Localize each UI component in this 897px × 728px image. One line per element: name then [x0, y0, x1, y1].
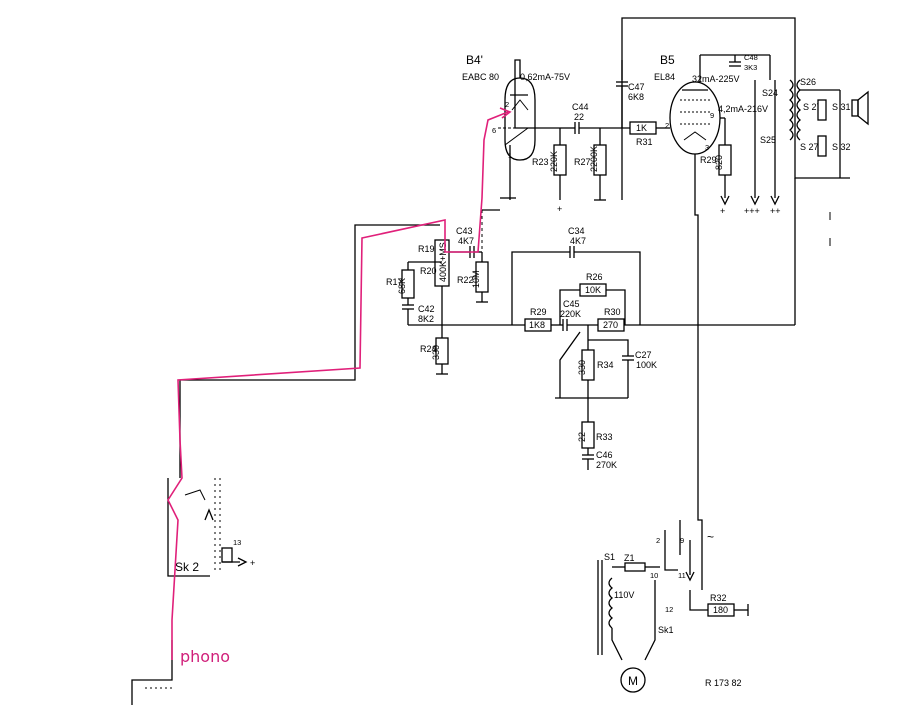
- switch-sk2: + Sk 2 13: [167, 478, 255, 577]
- pin-13: 13: [233, 538, 241, 547]
- r32-value: 180: [713, 605, 728, 615]
- r26-value: 10K: [585, 285, 601, 295]
- r17-value: 68K: [397, 278, 407, 294]
- speaker-icon: [851, 90, 869, 126]
- s1-label: S1: [604, 552, 615, 562]
- s26-label: S26: [800, 77, 816, 87]
- r34-value: 330: [577, 360, 587, 375]
- r24-label: R24: [420, 344, 437, 354]
- c44-value: 22: [574, 112, 584, 122]
- r33-label: R33: [596, 432, 613, 442]
- r23-supply: +: [557, 204, 562, 214]
- motor-label: M: [628, 674, 638, 688]
- c34-value: 4K7: [570, 236, 586, 246]
- r27-label: R27: [574, 157, 591, 167]
- s24-label: S24: [762, 88, 778, 98]
- r19-value: 400K+MS: [438, 242, 448, 282]
- supply-2: ++: [770, 206, 781, 216]
- r29-label: R29: [530, 307, 547, 317]
- pin-2: 2: [505, 100, 509, 109]
- r22-label: R22: [457, 275, 474, 285]
- pin-3: 3: [705, 143, 709, 152]
- r30-value: 270: [603, 320, 618, 330]
- s27a-label: S 27a: [800, 142, 824, 152]
- tube-b4: B4' EABC 80 0,62mA-75V 6 1 2: [462, 53, 570, 161]
- sk2-label: Sk 2: [175, 560, 199, 574]
- r33-value: 22: [577, 432, 587, 442]
- phono-signal-trace: [167, 111, 509, 660]
- b4-type: EABC 80: [462, 72, 499, 82]
- r29b-supply: +: [720, 206, 725, 216]
- pin-6: 6: [492, 126, 496, 135]
- c27-label: C27: [635, 350, 652, 360]
- motor-icon: M: [620, 667, 646, 693]
- c43-value: 4K7: [458, 236, 474, 246]
- c44-label: C44: [572, 102, 589, 112]
- r29-value: 1K8: [529, 320, 545, 330]
- drawing-ref: R 173 82: [705, 678, 742, 688]
- sk2-supply: +: [250, 558, 255, 568]
- r24-value: 330: [431, 345, 441, 360]
- switch-sk1: 2 9 10 11 12 Sk1 ~ 180 R32: [650, 520, 749, 635]
- v110-label: 110V: [614, 590, 634, 600]
- pin-9b: 9: [680, 536, 684, 545]
- c47-label: C47: [628, 82, 645, 92]
- r34-label: R34: [597, 360, 614, 370]
- r31-label: R31: [636, 137, 653, 147]
- ac-symbol: ~: [707, 530, 714, 544]
- c42-value: 8K2: [418, 314, 434, 324]
- pin-10: 10: [650, 571, 658, 580]
- r20-label: R20: [420, 266, 437, 276]
- mains-transformer: S1 110V Z1: [597, 552, 660, 661]
- c46-value: 270K: [596, 460, 617, 470]
- r32-label: R32: [710, 593, 727, 603]
- c43-label: C43: [456, 226, 473, 236]
- pin-12: 12: [665, 605, 673, 614]
- c46-label: C46: [596, 450, 613, 460]
- b5-op1: 32mA-225V: [692, 74, 740, 84]
- s31-label: S 31: [832, 102, 851, 112]
- c34-label: C34: [568, 226, 585, 236]
- s32-label: S 32: [832, 142, 851, 152]
- supply-3: +++: [744, 206, 760, 216]
- b5-type: EL84: [654, 72, 675, 82]
- r22-value: 10M: [471, 270, 481, 288]
- tube-b5: B5 EL84 32mA-225V 4,2mA-216V 2 3 9: [654, 53, 768, 155]
- s27-label: S 27: [803, 102, 822, 112]
- phono-annotation: phono: [180, 647, 230, 666]
- r29b-label: R29: [700, 155, 717, 165]
- c27-value: 100K: [636, 360, 657, 370]
- z1-label: Z1: [624, 553, 635, 563]
- pin-9: 9: [710, 111, 714, 120]
- s25-label: S25: [760, 135, 776, 145]
- b5-ref: B5: [660, 53, 675, 67]
- b5-op2: 4,2mA-216V: [718, 104, 768, 114]
- r30-label: R30: [604, 307, 621, 317]
- r26-label: R26: [586, 272, 603, 282]
- c45-value: 220K: [560, 309, 581, 319]
- pin-2c: 2: [656, 536, 660, 545]
- sk1-label: Sk1: [658, 625, 674, 635]
- c48-label: C48: [744, 53, 758, 62]
- r23-label: R23: [532, 157, 549, 167]
- pin-2b: 2: [665, 121, 669, 130]
- output-transformer: S26 S24 S25 S 27 S 27a S 31 S 32: [760, 77, 851, 178]
- c47-value: 6K8: [628, 92, 644, 102]
- b4-ref: B4': [466, 53, 483, 67]
- pin-11: 11: [678, 571, 686, 580]
- r19-label: R19: [418, 244, 435, 254]
- c48-value: 3K3: [744, 63, 757, 72]
- r31-value: 1K: [636, 123, 647, 133]
- r17-label: R17: [386, 277, 403, 287]
- b4-op: 0,62mA-75V: [520, 72, 570, 82]
- r23-value: 220K: [549, 151, 559, 172]
- r27-value: 2200K: [589, 146, 599, 172]
- r29b-value: 820: [714, 155, 724, 170]
- c45-label: C45: [563, 299, 580, 309]
- c42-label: C42: [418, 304, 435, 314]
